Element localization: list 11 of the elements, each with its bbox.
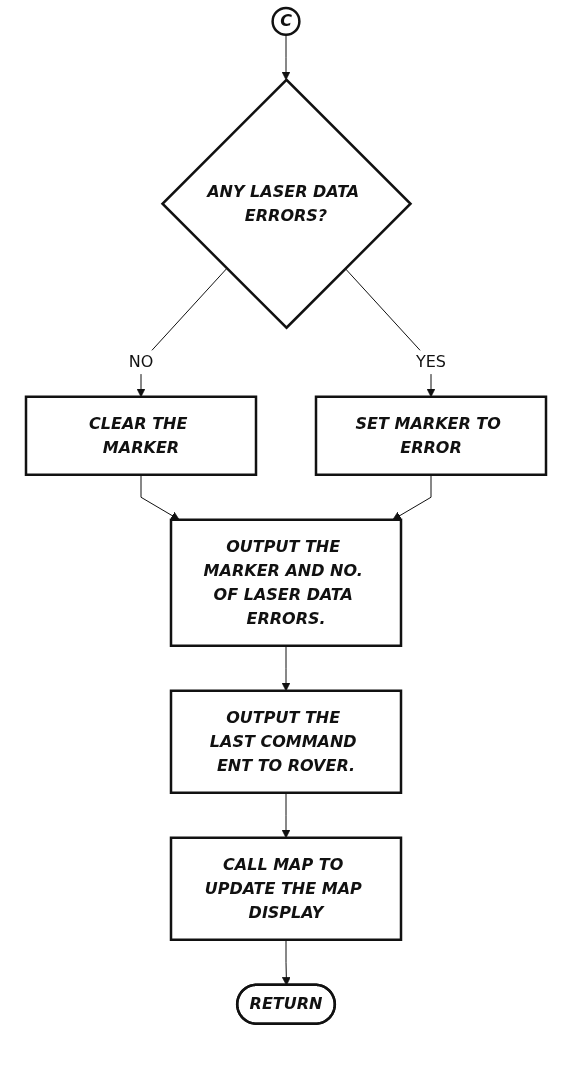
node-box: CLEAR THE MARKER [24,395,257,476]
node-box: CALL MAP TO UPDATE THE MAP DISPLAY [169,836,402,941]
arrow [391,474,431,521]
node-diamond: ANY LASER DATA ERRORS? [160,78,412,330]
edge-label: YES [415,352,446,372]
node-box: OUTPUT THE LAST COMMAND ENT TO ROVER. [169,689,402,794]
edge-label: NO [128,352,153,372]
node-box: OUTPUT THE MARKER AND NO. OF LASER DATA ERRORS. [169,518,402,647]
arrow [281,34,290,81]
node-circle: C [270,6,301,36]
node-box: SET MARKER TO ERROR [314,395,547,476]
